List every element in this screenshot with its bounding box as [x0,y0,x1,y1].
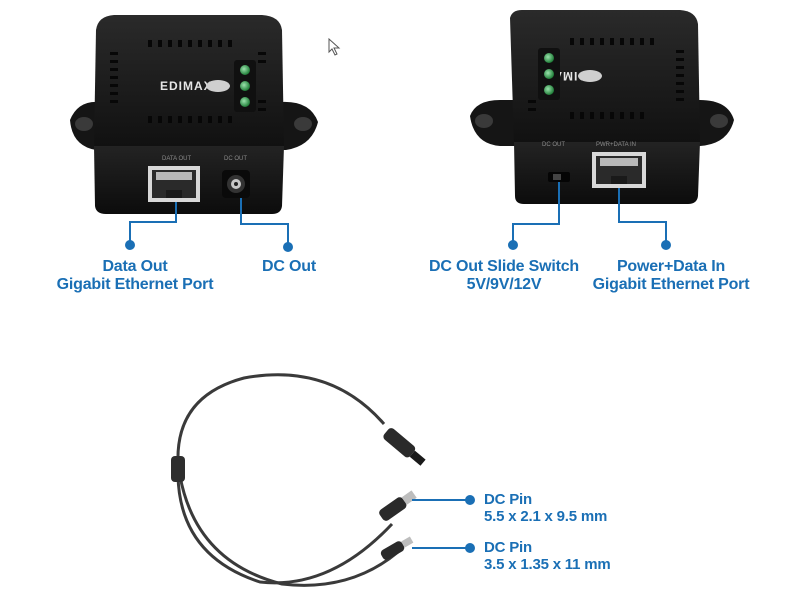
callout-dot-pin-b [465,543,475,553]
right-injector-device: EDIMAX DC OUT PWR+DATA IN [470,10,734,204]
left-brand-pro-badge [206,80,230,92]
callout-data-out-subtitle: Gigabit Ethernet Port [56,276,214,293]
cable-lower-branch-a [176,475,394,585]
callout-power-data-in: Power+Data In Gigabit Ethernet Port [582,258,760,294]
callout-dc-pin-a: DC Pin 5.5 x 2.1 x 9.5 mm [484,491,664,525]
right-vents-top [528,38,684,119]
callout-dot-data-out [125,240,135,250]
right-led-3 [544,85,554,95]
left-led-2 [240,81,250,91]
right-dc-slide-switch [548,172,570,182]
callout-power-data-in-subtitle: Gigabit Ethernet Port [592,276,750,293]
left-data-out-port [148,166,200,202]
left-device-top [94,15,284,146]
callout-dc-out-title: DC Out [262,258,316,275]
left-led-1 [240,65,250,75]
callout-dc-pin-b-size: 3.5 x 1.35 x 11 mm [484,556,611,573]
right-ear-hole-left [475,114,493,128]
callout-dot-power-data-in [661,240,671,250]
callout-data-out: Data Out Gigabit Ethernet Port [40,258,230,294]
callout-dc-switch-title: DC Out Slide Switch [429,258,579,275]
left-leader-lines [129,198,289,244]
callout-dc-switch: DC Out Slide Switch 5V/9V/12V [416,258,592,294]
left-brand-logo: EDIMAX [160,79,213,93]
left-ear-hole-left [75,117,93,131]
right-led-2 [544,69,554,79]
callout-dc-pin-a-title: DC Pin [484,491,532,508]
mouse-pointer-icon [328,38,341,56]
left-ear-hole-right [294,117,312,131]
left-led-group [234,60,256,112]
left-port-label-dc: DC OUT [224,156,247,162]
callout-dot-pin-a [465,495,475,505]
left-port-label-data: DATA OUT [162,156,191,162]
right-ear-hole-right [710,114,728,128]
right-leader-lines [512,182,667,242]
right-led-group [538,48,560,100]
callout-dc-pin-b-title: DC Pin [484,539,532,556]
left-led-3 [240,97,250,107]
callout-power-data-in-title: Power+Data In [616,258,726,275]
right-led-1 [544,53,554,63]
cable-leader-lines [412,499,468,549]
callout-dot-dc-out [283,242,293,252]
callout-dc-out: DC Out [244,258,334,276]
cable-splitter [171,456,185,482]
callout-dc-pin-b: DC Pin 3.5 x 1.35 x 11 mm [484,539,664,573]
left-injector-device: EDIMAX DATA OUT DC OUT [70,15,318,214]
left-dc-out-jack [222,170,250,198]
cable-plug-top [383,428,426,466]
right-port-label-pwr: PWR+DATA IN [596,142,636,148]
cable-plug-lower [380,536,414,560]
cable-upper-loop [176,373,386,463]
cable-plug-middle [379,490,417,521]
callout-dc-pin-a-size: 5.5 x 2.1 x 9.5 mm [484,508,608,525]
callout-dot-dc-switch [508,240,518,250]
callout-data-out-title: Data Out [102,258,168,275]
right-port-label-dc: DC OUT [542,142,565,148]
callout-dc-switch-subtitle: 5V/9V/12V [466,276,542,293]
right-power-data-in-port [592,152,646,188]
right-brand-pro-badge [578,70,602,82]
left-vents-top [110,40,266,123]
dc-splitter-cable [171,373,426,587]
cable-lower-branch-b [178,475,399,587]
